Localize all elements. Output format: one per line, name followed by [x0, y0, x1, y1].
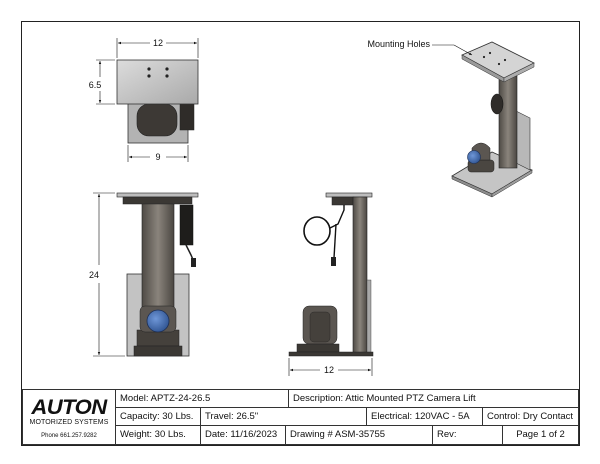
side-view: 12 [288, 192, 374, 376]
weight-cell: Weight: 30 Lbs. [115, 425, 201, 445]
company-logo: AUTON MOTORIZED SYSTEMS Phone 661.257.92… [22, 389, 116, 445]
mounting-holes-callout: Mounting Holes [367, 39, 430, 49]
drawing-number-cell: Drawing # ASM-35755 [285, 425, 433, 445]
electrical-cell: Electrical: 120VAC - 5A [366, 407, 483, 426]
cable-coil-top [179, 103, 195, 131]
dim-top-width: 12 [153, 38, 163, 48]
company-phone: Phone 661.257.9282 [41, 433, 97, 439]
side-column [352, 196, 368, 356]
model-cell: Model: APTZ-24-26.5 [115, 389, 289, 408]
side-base [288, 351, 374, 357]
mount-plate-top [116, 59, 199, 105]
camera-body-top [136, 103, 178, 137]
travel-cell: Travel: 26.5" [200, 407, 367, 426]
title-block: AUTON MOTORIZED SYSTEMS Phone 661.257.92… [22, 389, 579, 445]
top-view: 12 6.5 9 [89, 38, 199, 162]
dim-top-depth: 6.5 [89, 80, 102, 90]
side-cable-loop [303, 216, 331, 246]
drawing-border [21, 21, 580, 446]
iso-column [498, 75, 518, 169]
front-view: 24 [89, 192, 199, 357]
dim-side-width: 12 [324, 365, 334, 375]
page-cell: Page 1 of 2 [502, 425, 579, 445]
iso-motor [490, 93, 504, 115]
dim-top-base: 9 [155, 152, 160, 162]
front-top-plate [116, 192, 199, 198]
isometric-view: Mounting Holes [367, 39, 535, 198]
front-cable-coil [179, 204, 194, 246]
iso-lens [467, 150, 481, 164]
description-cell: Description: Attic Mounted PTZ Camera Li… [288, 389, 579, 408]
dim-front-height: 24 [89, 270, 99, 280]
company-name: AUTON [31, 396, 107, 419]
company-subtitle: MOTORIZED SYSTEMS [29, 419, 109, 426]
front-lens [146, 309, 170, 333]
front-column [141, 202, 175, 314]
date-cell: Date: 11/16/2023 [200, 425, 286, 445]
revision-cell: Rev: [432, 425, 503, 445]
capacity-cell: Capacity: 30 Lbs. [115, 407, 201, 426]
control-cell: Control: Dry Contact [482, 407, 579, 426]
side-top-plate [325, 192, 373, 198]
